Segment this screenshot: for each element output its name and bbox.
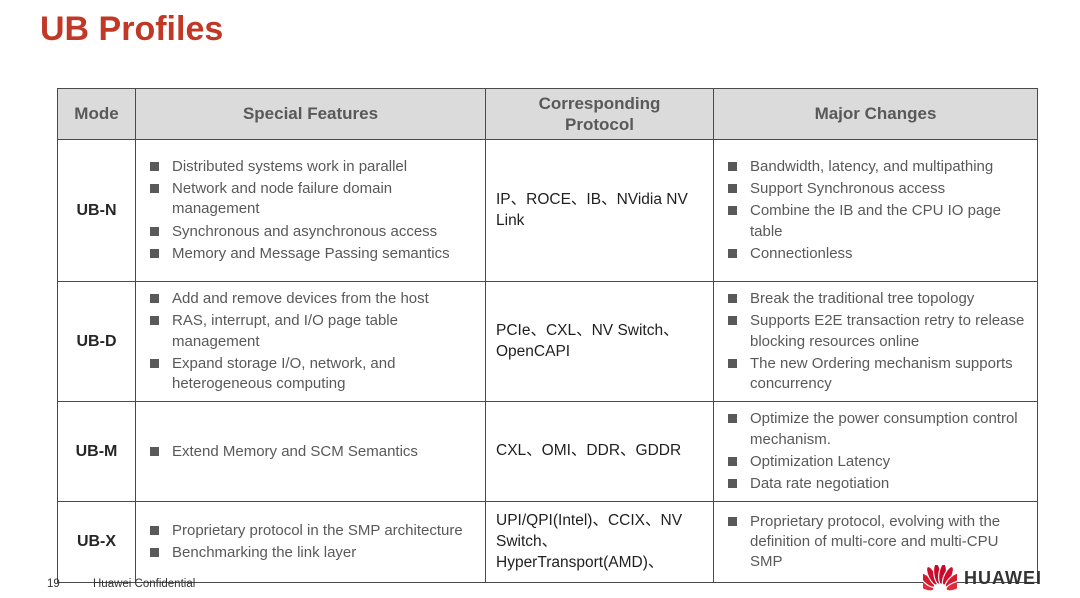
feature-item: Add and remove devices from the host [142,289,477,309]
change-item: Optimize the power consumption control m… [720,409,1029,450]
change-item: Data rate negotiation [720,474,1029,494]
feature-text: Proprietary protocol in the SMP architec… [172,522,463,539]
feature-item: Benchmarking the link layer [142,543,477,563]
mode-cell: UB-N [57,139,136,282]
change-item: Supports E2E transaction retry to releas… [720,311,1029,352]
change-item: Support Synchronous access [720,179,1029,199]
feature-item: Distributed systems work in parallel [142,157,477,177]
change-item: Break the traditional tree topology [720,289,1029,309]
features-cell: Distributed systems work in parallel Net… [135,139,486,282]
page-title: UB Profiles [40,10,224,48]
ub-profiles-table: Mode Special Features Corresponding Prot… [57,88,1038,584]
table-header-row: Mode Special Features Corresponding Prot… [57,88,1038,140]
feature-text: Network and node failure domain manageme… [172,180,393,218]
column-header-corresponding-protocol: Corresponding Protocol [485,88,714,140]
table-row-ub-n: UB-N Distributed systems work in paralle… [57,139,1038,282]
huawei-flower-icon [923,565,957,592]
square-bullet-icon [150,184,159,194]
change-text: Bandwidth, latency, and multipathing [750,157,994,175]
features-cell: Proprietary protocol in the SMP architec… [135,501,486,584]
changes-cell: Break the traditional tree topology Supp… [713,280,1038,403]
table-row-ub-m: UB-M Extend Memory and SCM Semantics CXL… [57,401,1038,503]
change-text: Combine the IB and the CPU IO page table [750,202,1001,240]
column-header-corresponding-protocol-label: Corresponding Protocol [538,93,661,134]
column-header-major-changes: Major Changes [713,88,1038,140]
square-bullet-icon [150,248,159,258]
feature-item: Memory and Message Passing semantics [142,244,477,264]
change-text: Data rate negotiation [750,475,890,492]
change-item: Proprietary protocol, evolving with the … [720,512,1029,573]
square-bullet-icon [150,294,159,303]
page-number: 19 [47,578,60,590]
changes-cell: Optimize the power consumption control m… [713,401,1038,503]
protocol-cell: IP、ROCE、IB、NVidia NV Link [485,139,714,282]
changes-cell: Proprietary protocol, evolving with the … [713,501,1038,584]
change-item: Connectionless [720,244,1029,264]
feature-text: Extend Memory and SCM Semantics [172,442,418,460]
feature-text: Memory and Message Passing semantics [172,244,450,262]
square-bullet-icon [728,161,737,171]
feature-text: Distributed systems work in parallel [172,157,408,175]
change-item: The new Ordering mechanism supports conc… [720,354,1029,395]
square-bullet-icon [150,446,159,456]
square-bullet-icon [728,206,737,216]
change-text: Optimize the power consumption control m… [750,410,1018,448]
square-bullet-icon [728,184,737,194]
table-row-ub-x: UB-X Proprietary protocol in the SMP arc… [57,501,1038,584]
square-bullet-icon [728,294,737,303]
protocol-cell: CXL、OMI、DDR、GDDR [485,401,714,503]
huawei-wordmark: HUAWEI [964,568,1042,588]
change-item: Combine the IB and the CPU IO page table [720,201,1029,242]
feature-item: Network and node failure domain manageme… [142,179,477,220]
mode-cell: UB-D [57,280,136,403]
square-bullet-icon [728,316,737,326]
square-bullet-icon [728,414,737,424]
feature-item: RAS, interrupt, and I/O page table manag… [142,311,477,352]
protocol-cell: UPI/QPI(Intel)、CCIX、NV Switch、HyperTrans… [485,501,714,584]
feature-item: Expand storage I/O, network, and heterog… [142,354,477,395]
huawei-logo: HUAWEI [923,565,1042,592]
feature-text: Expand storage I/O, network, and heterog… [172,354,396,392]
feature-text: RAS, interrupt, and I/O page table manag… [172,312,398,350]
confidential-label: Huawei Confidential [93,578,196,590]
square-bullet-icon [150,358,159,368]
square-bullet-icon [728,479,737,488]
features-cell: Add and remove devices from the host RAS… [135,280,486,403]
square-bullet-icon [150,548,159,558]
feature-text: Add and remove devices from the host [172,290,429,307]
feature-text: Benchmarking the link layer [172,544,357,562]
column-header-mode: Mode [57,88,136,140]
change-item: Optimization Latency [720,452,1029,472]
change-item: Bandwidth, latency, and multipathing [720,157,1029,177]
features-cell: Extend Memory and SCM Semantics [135,401,486,503]
changes-cell: Bandwidth, latency, and multipathing Sup… [713,139,1038,282]
feature-item: Proprietary protocol in the SMP architec… [142,521,477,541]
table-row-ub-d: UB-D Add and remove devices from the hos… [57,280,1038,403]
square-bullet-icon [728,358,737,368]
change-text: Supports E2E transaction retry to releas… [750,312,1025,350]
square-bullet-icon [150,526,159,535]
mode-cell: UB-M [57,401,136,503]
square-bullet-icon [728,516,737,526]
square-bullet-icon [150,161,159,171]
feature-text: Synchronous and asynchronous access [172,222,438,240]
feature-item: Extend Memory and SCM Semantics [142,442,477,462]
square-bullet-icon [150,226,159,236]
square-bullet-icon [728,456,737,466]
change-text: Break the traditional tree topology [750,290,975,307]
mode-cell: UB-X [57,501,136,584]
change-text: The new Ordering mechanism supports conc… [750,354,1013,392]
change-text: Optimization Latency [750,452,891,470]
change-text: Support Synchronous access [750,180,946,198]
square-bullet-icon [728,248,737,258]
change-text: Proprietary protocol, evolving with the … [750,512,1001,571]
change-text: Connectionless [750,244,853,262]
protocol-cell: PCIe、CXL、NV Switch、OpenCAPI [485,280,714,403]
column-header-special-features: Special Features [135,88,486,140]
feature-item: Synchronous and asynchronous access [142,222,477,242]
square-bullet-icon [150,316,159,326]
